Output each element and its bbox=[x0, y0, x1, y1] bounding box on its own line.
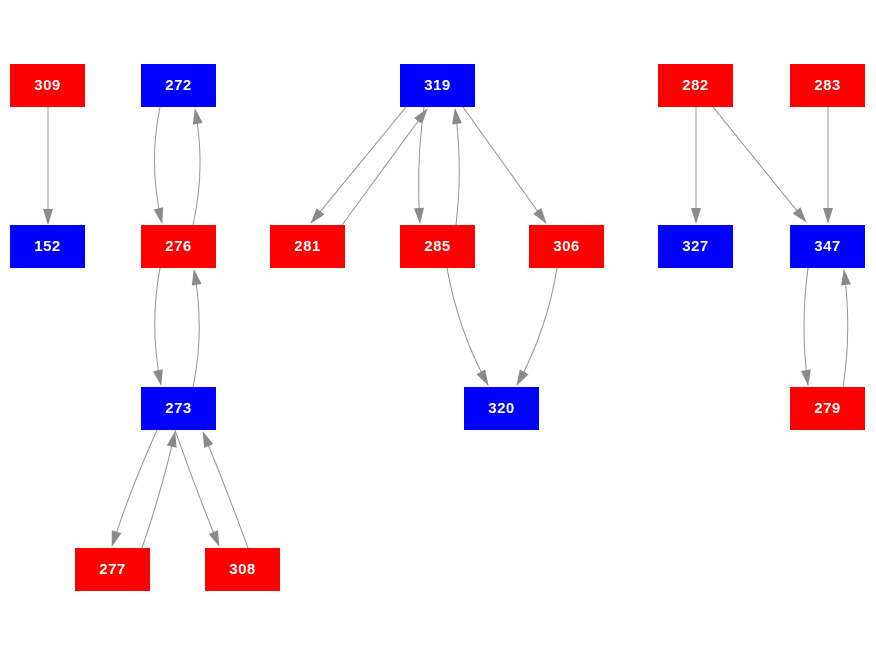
node-label: 285 bbox=[424, 238, 451, 255]
graph-node-308: 308 bbox=[205, 548, 280, 591]
edge-282-to-347 bbox=[712, 106, 807, 223]
graph-node-319: 319 bbox=[400, 64, 475, 107]
edge-319-to-281 bbox=[310, 106, 407, 224]
edge-279-to-347 bbox=[841, 269, 851, 388]
graph-node-320: 320 bbox=[464, 387, 539, 430]
graph-node-272: 272 bbox=[141, 64, 216, 107]
graph-node-276: 276 bbox=[141, 225, 216, 268]
graph-node-277: 277 bbox=[75, 548, 150, 591]
graph-node-285: 285 bbox=[400, 225, 475, 268]
graph-node-283: 283 bbox=[790, 64, 865, 107]
edge-347-to-279 bbox=[800, 267, 811, 386]
node-label: 309 bbox=[34, 77, 61, 94]
edge-308-to-273 bbox=[202, 431, 249, 549]
edge-319-to-306 bbox=[462, 106, 547, 224]
graph-node-273: 273 bbox=[141, 387, 216, 430]
node-label: 279 bbox=[814, 400, 841, 417]
edge-319-to-285 bbox=[413, 106, 425, 224]
graph-node-347: 347 bbox=[790, 225, 865, 268]
node-label: 277 bbox=[99, 561, 126, 578]
graph-node-309: 309 bbox=[10, 64, 85, 107]
edge-272-to-276 bbox=[153, 106, 164, 224]
node-label: 320 bbox=[488, 400, 515, 417]
node-label: 308 bbox=[229, 561, 256, 578]
graph-node-152: 152 bbox=[10, 225, 85, 268]
node-label: 319 bbox=[424, 77, 451, 94]
edge-277-to-273 bbox=[141, 431, 177, 549]
node-label: 282 bbox=[682, 77, 709, 94]
node-label: 281 bbox=[294, 238, 321, 255]
node-label: 152 bbox=[34, 238, 61, 255]
node-label: 276 bbox=[165, 238, 192, 255]
edge-273-to-308 bbox=[174, 429, 220, 547]
edge-273-to-276 bbox=[191, 269, 202, 388]
graph-node-281: 281 bbox=[270, 225, 345, 268]
edge-306-to-320 bbox=[516, 267, 558, 386]
graph-node-327: 327 bbox=[658, 225, 733, 268]
node-label: 272 bbox=[165, 77, 192, 94]
node-label: 283 bbox=[814, 77, 841, 94]
edge-276-to-272 bbox=[192, 108, 203, 226]
node-label: 347 bbox=[814, 238, 841, 255]
edge-285-to-319 bbox=[452, 108, 463, 226]
graph-node-306: 306 bbox=[529, 225, 604, 268]
graph-node-282: 282 bbox=[658, 64, 733, 107]
node-label: 306 bbox=[553, 238, 580, 255]
edge-285-to-320 bbox=[446, 267, 489, 386]
node-label: 273 bbox=[165, 400, 192, 417]
edge-281-to-319 bbox=[341, 108, 428, 226]
node-label: 327 bbox=[682, 238, 709, 255]
edge-276-to-273 bbox=[153, 267, 163, 386]
edge-group bbox=[43, 106, 851, 549]
graph-node-279: 279 bbox=[790, 387, 865, 430]
edge-273-to-277 bbox=[111, 429, 158, 547]
